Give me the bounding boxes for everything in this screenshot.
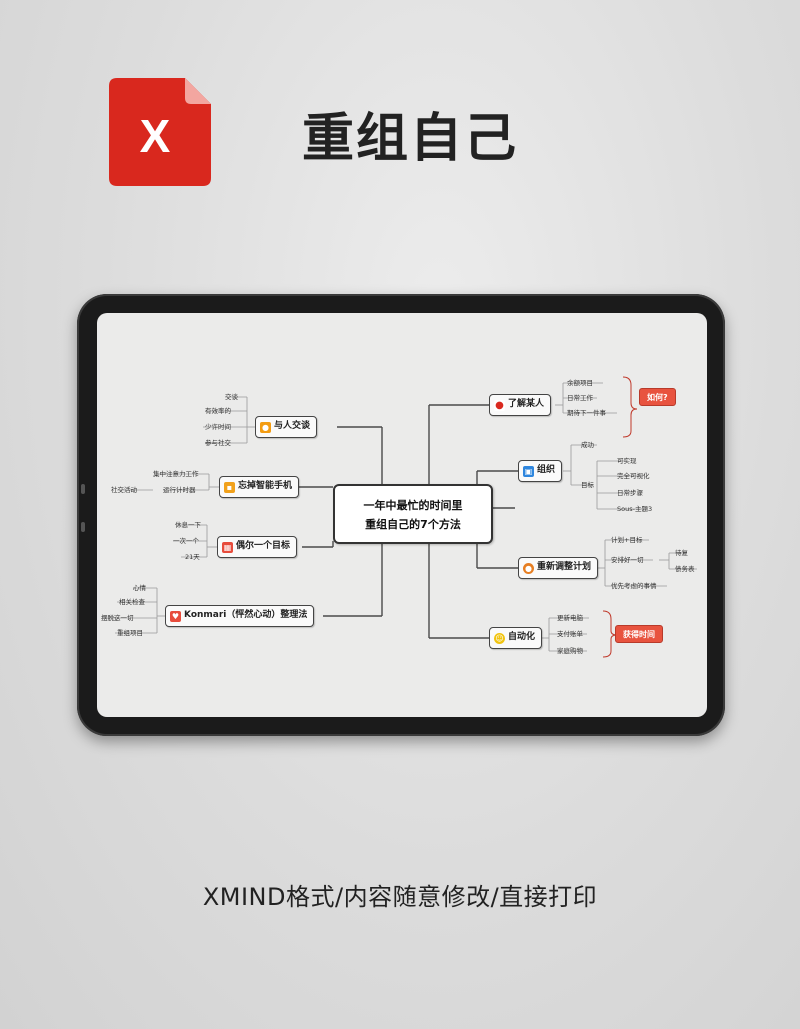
person-icon: ●	[260, 422, 271, 433]
topic-know-label: 了解某人	[508, 399, 545, 409]
subtopic[interactable]: 心情	[133, 584, 146, 592]
topic-auto-label: 自动化	[508, 632, 536, 642]
subtopic[interactable]: 期待下一件事	[567, 409, 606, 417]
subtopic[interactable]: 社交活动	[111, 486, 137, 494]
subtopic[interactable]: 目标	[581, 481, 594, 489]
topic-phone-label: 忘掉智能手机	[238, 481, 293, 491]
topic-organize-label: 组织	[537, 465, 556, 475]
phone-icon: ▪	[224, 482, 235, 493]
xmind-file-icon: X	[109, 78, 211, 186]
subtopic[interactable]: 可实现	[617, 457, 637, 465]
footer-caption: XMIND格式/内容随意修改/直接打印	[202, 883, 598, 911]
subtopic[interactable]: 少许时间	[205, 423, 231, 431]
topic-konmari-label: Konmari（怦然心动）整理法	[184, 610, 308, 620]
page-title: 重组自己	[302, 109, 519, 169]
subtopic[interactable]: 完全可视化	[617, 472, 650, 480]
subtopic[interactable]: 安排好一切	[611, 556, 644, 564]
topic-know[interactable]: ●了解某人	[489, 394, 552, 416]
subtopic[interactable]: Sous-主题3	[617, 505, 653, 513]
subtopic[interactable]: 支付账单	[557, 630, 583, 638]
topic-talk[interactable]: ●与人交谈	[255, 416, 318, 438]
heart-icon: ♥	[170, 611, 181, 622]
callout-how[interactable]: 如何?	[639, 388, 676, 406]
topic-konmari[interactable]: ♥Konmari（怦然心动）整理法	[165, 605, 315, 627]
subtopic[interactable]: 日常工作	[567, 394, 593, 402]
subtopic[interactable]: 优先考虑的事情	[611, 582, 657, 590]
subtopic[interactable]: 摆脱这一切	[101, 614, 134, 622]
subtopic[interactable]: 成功	[581, 441, 594, 449]
subtopic[interactable]: 相关检查	[119, 598, 145, 606]
central-topic-line2: 重组自己的7个方法	[365, 518, 461, 531]
central-topic[interactable]: 一年中最忙的时间里 重组自己的7个方法	[333, 484, 493, 544]
subtopic[interactable]: 一次一个	[173, 537, 199, 545]
topic-auto[interactable]: ☺自动化	[489, 627, 543, 649]
calendar-icon: ▦	[222, 542, 233, 553]
topic-talk-label: 与人交谈	[274, 421, 311, 431]
topic-organize[interactable]: ▣组织	[518, 460, 563, 482]
subtopic[interactable]: 日常步骤	[617, 489, 643, 497]
subtopic[interactable]: 计划+目标	[611, 536, 643, 544]
subtopic[interactable]: 更新电脑	[557, 614, 583, 622]
topic-plan-label: 重新调整计划	[537, 562, 592, 572]
subtopic[interactable]: 家庭购物	[557, 647, 583, 655]
topic-phone[interactable]: ▪忘掉智能手机	[219, 476, 300, 498]
topic-goal[interactable]: ▦偶尔一个目标	[217, 536, 298, 558]
central-topic-line1: 一年中最忙的时间里	[363, 499, 463, 512]
clock-icon: ●	[523, 563, 534, 574]
subtopic[interactable]: 21天	[185, 553, 200, 561]
topic-goal-label: 偶尔一个目标	[236, 541, 291, 551]
subtopic[interactable]: 待复	[675, 549, 688, 557]
app-icon-letter: X	[140, 110, 171, 162]
subtopic[interactable]: 有效率的	[205, 407, 231, 415]
folder-icon: ▣	[523, 466, 534, 477]
subtopic[interactable]: 余额项目	[567, 379, 593, 387]
subtopic[interactable]: 运行计时器	[163, 486, 196, 494]
tablet-side-button	[81, 484, 85, 494]
subtopic[interactable]: 参与社交	[205, 439, 231, 447]
subtopic[interactable]: 集中注意力工作	[153, 470, 199, 478]
topic-plan[interactable]: ●重新调整计划	[518, 557, 599, 579]
subtopic[interactable]: 交谈	[225, 393, 238, 401]
subtopic[interactable]: 债务表	[675, 565, 695, 573]
callout-gain-time[interactable]: 获得时间	[615, 625, 663, 643]
subtopic[interactable]: 休息一下	[175, 521, 201, 529]
subtopic[interactable]: 重组项目	[117, 629, 143, 637]
user-icon: ●	[494, 400, 505, 411]
tablet-side-button	[81, 522, 85, 532]
smiley-icon: ☺	[494, 633, 505, 644]
mindmap-canvas: 一年中最忙的时间里 重组自己的7个方法 ●与人交谈 交谈 有效率的 少许时间 参…	[97, 313, 707, 717]
